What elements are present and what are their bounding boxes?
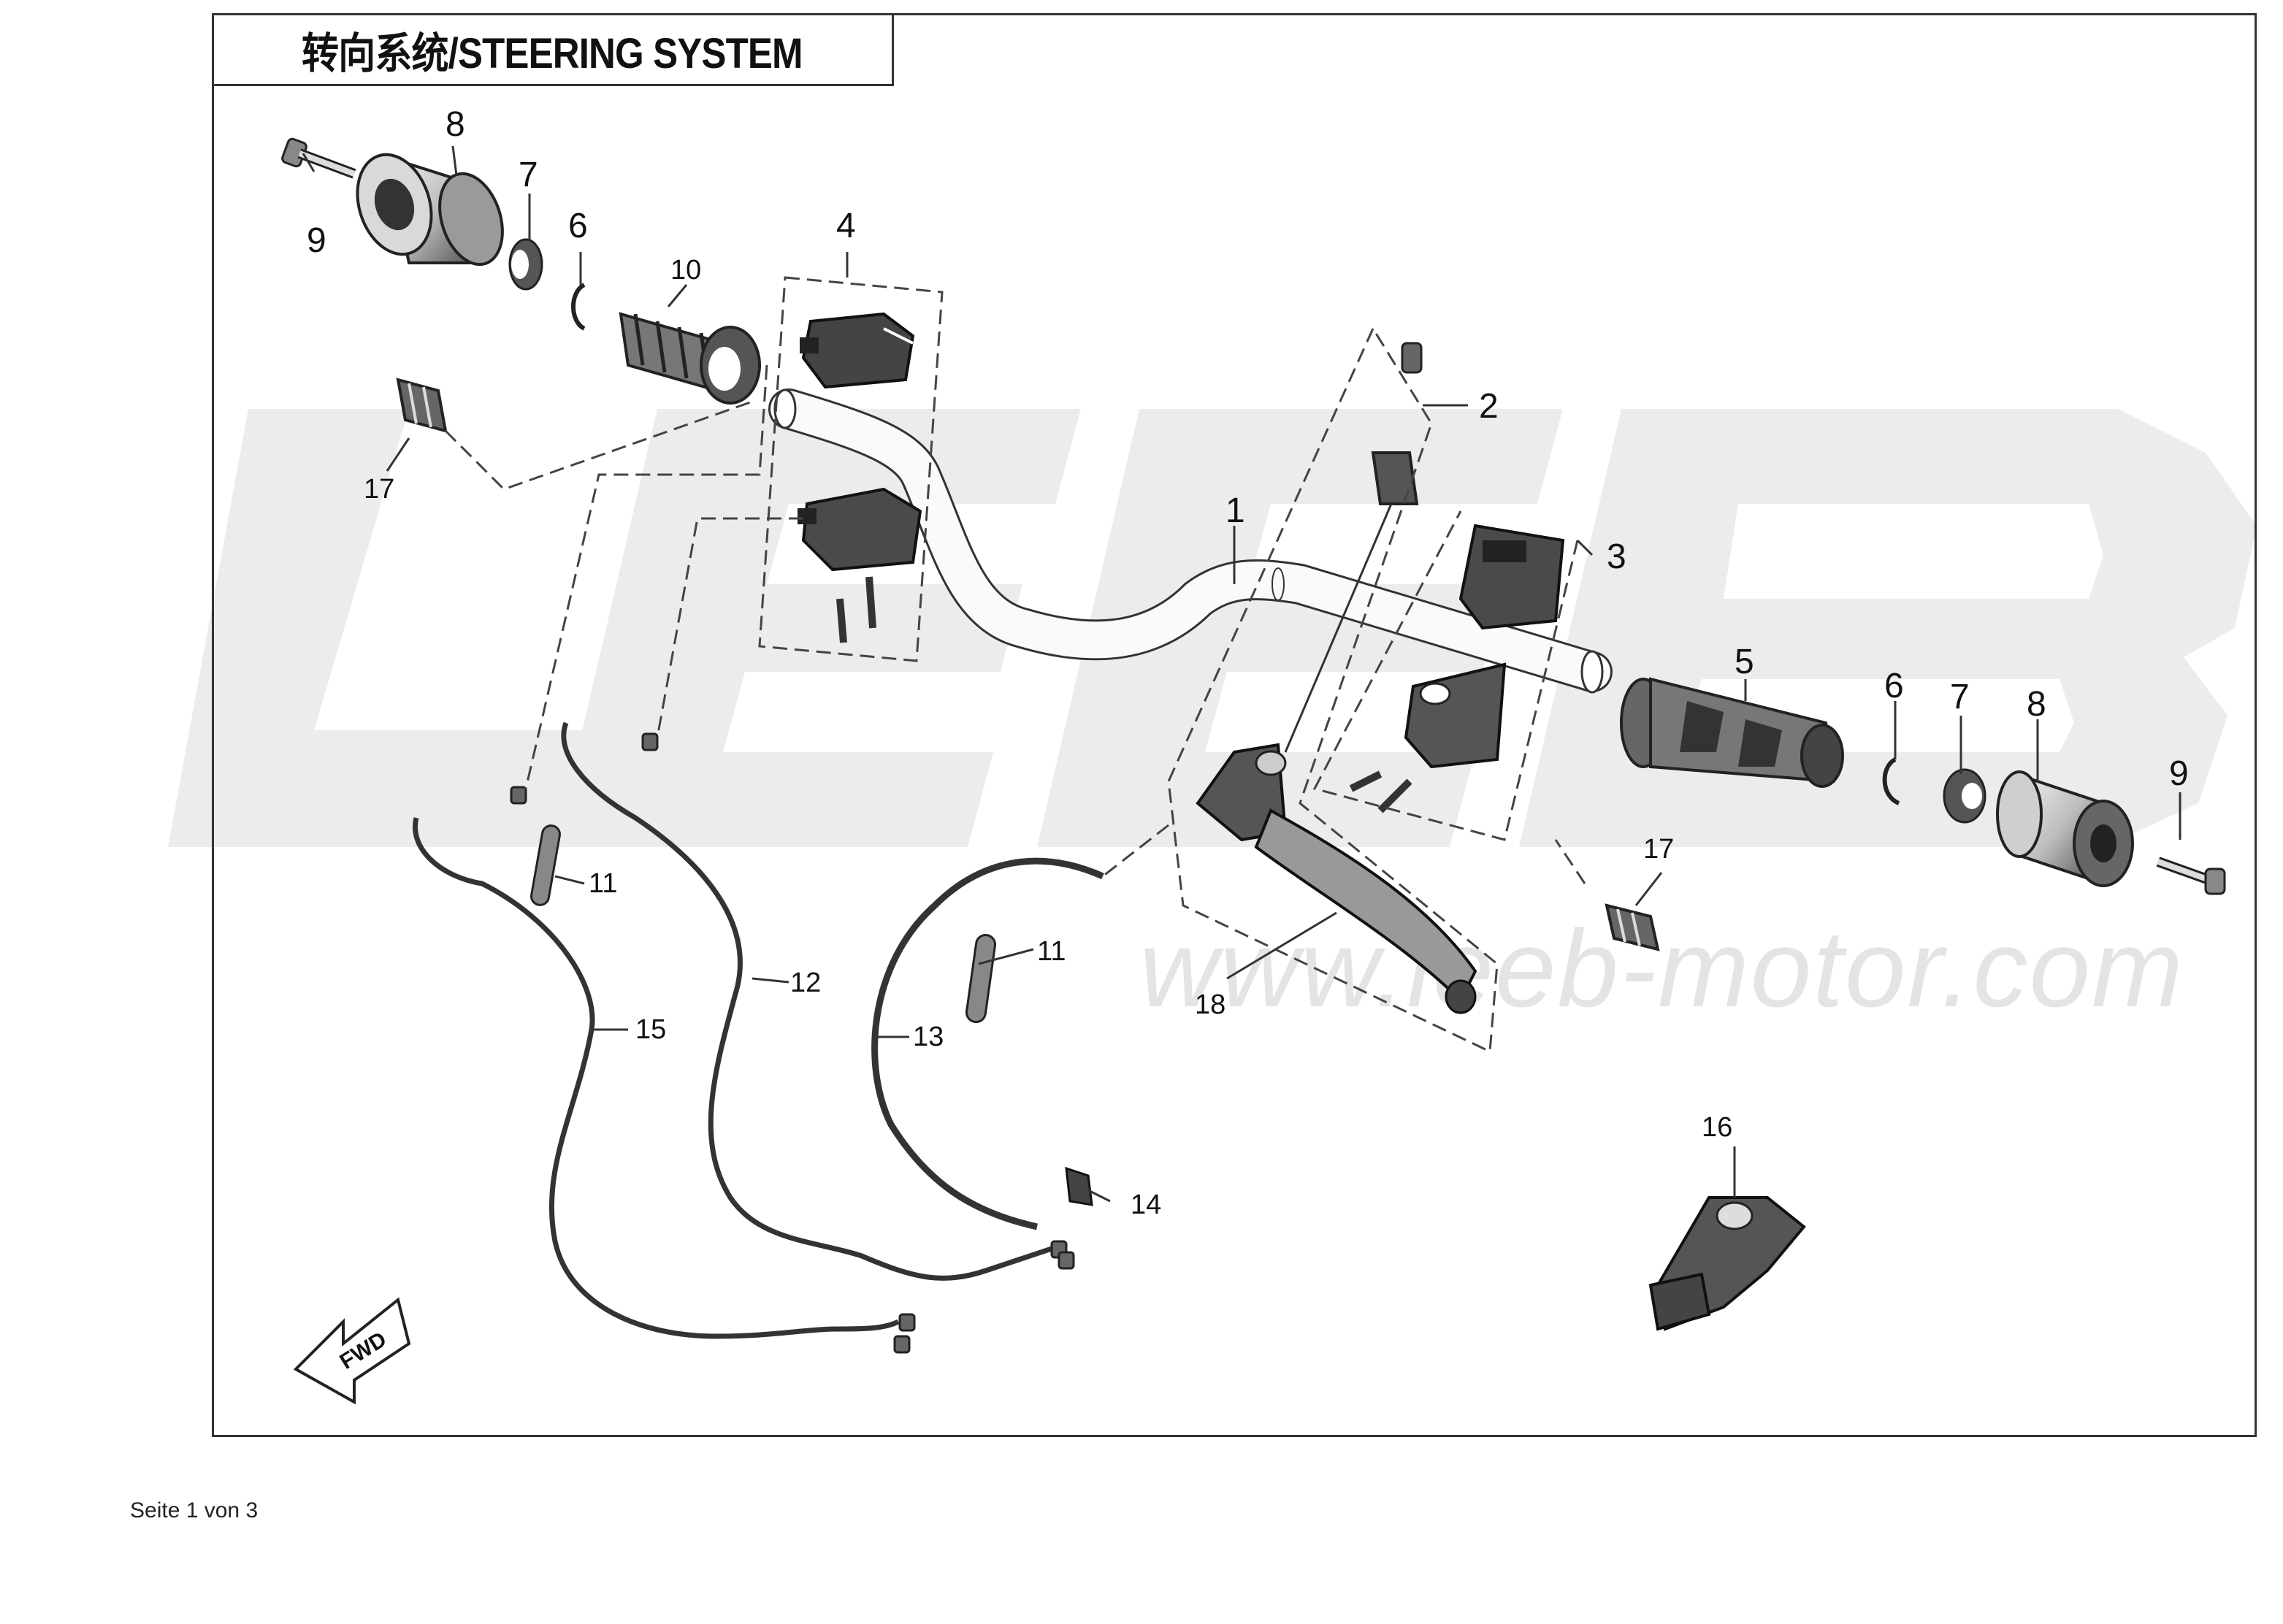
- circlip-right: [1882, 757, 1900, 805]
- callout-17-left: 17: [364, 474, 394, 505]
- clutch-cable: [871, 857, 1104, 1230]
- lever-clamp: [1284, 342, 1423, 753]
- bar-end-weight-left: [356, 153, 504, 267]
- callout-17-right: 17: [1643, 834, 1674, 865]
- callout-6-right: 6: [1884, 667, 1904, 705]
- callout-7-right: 7: [1950, 678, 1970, 716]
- callout-13: 13: [913, 1022, 944, 1052]
- bar-end-bolt-right: [2156, 857, 2226, 895]
- title-box: 转向系统/STEERING SYSTEM: [212, 13, 894, 86]
- page-footer: Seite 1 von 3: [130, 1498, 259, 1522]
- callout-15: 15: [635, 1014, 666, 1045]
- clutch-lever: [1196, 743, 1477, 1014]
- bar-end-bolt-left: [281, 137, 356, 179]
- group-box-3: [1312, 510, 1579, 841]
- throttle-cables: [413, 721, 1053, 1339]
- callout-4: 4: [836, 207, 856, 245]
- callout-8-right: 8: [2027, 685, 2046, 724]
- group-box-4: [758, 276, 944, 662]
- spacer-left: [508, 238, 543, 291]
- callout-8-left: 8: [445, 105, 465, 144]
- callout-7-left: 7: [519, 156, 538, 194]
- callout-11-right: 11: [1037, 936, 1066, 967]
- bar-insert-left: [396, 378, 448, 433]
- right-grip: [1620, 677, 1844, 788]
- callout-3: 3: [1607, 537, 1626, 576]
- callout-9-left: 9: [307, 221, 326, 260]
- left-switch-lower: [798, 487, 922, 643]
- forward-arrow-icon: FWD: [293, 1297, 411, 1405]
- page-title: 转向系统/STEERING SYSTEM: [302, 30, 803, 77]
- diagram-frame: [212, 13, 2257, 1437]
- callout-11-left: 11: [589, 868, 617, 899]
- callout-18: 18: [1195, 989, 1225, 1020]
- callout-5: 5: [1735, 643, 1754, 681]
- circlip-left: [571, 283, 586, 331]
- cable-clips: [530, 824, 997, 1024]
- callout-14: 14: [1131, 1190, 1161, 1220]
- spacer-right: [1943, 768, 1986, 824]
- right-switch-lower: [1349, 662, 1507, 813]
- leader-lines: [302, 145, 2181, 1203]
- callout-10: 10: [670, 255, 701, 286]
- group-box-18: [1167, 326, 1499, 1054]
- clutch-switch: [1648, 1196, 1806, 1331]
- left-switch-upper: [800, 312, 915, 389]
- callout-6-left: 6: [568, 207, 588, 245]
- right-switch-upper: [1458, 524, 1565, 630]
- bar-insert-right: [1605, 903, 1660, 951]
- callout-2: 2: [1479, 387, 1499, 426]
- bar-end-weight-right: [1996, 770, 2134, 887]
- clutch-cable-clamp: [1065, 1166, 1093, 1206]
- dashed-connectors: [444, 364, 1586, 884]
- callout-numbers: 1 2 3 4 5 6 6 7 7 8 8 9 9 10 11 11 12 13…: [307, 105, 2189, 1220]
- callout-12: 12: [790, 968, 821, 998]
- callout-1: 1: [1225, 491, 1245, 530]
- callout-9-right: 9: [2169, 754, 2189, 793]
- cable-ends: [510, 732, 1075, 1354]
- throttle-grip: [619, 312, 761, 405]
- callout-16: 16: [1702, 1112, 1732, 1143]
- handlebar: [768, 388, 1613, 694]
